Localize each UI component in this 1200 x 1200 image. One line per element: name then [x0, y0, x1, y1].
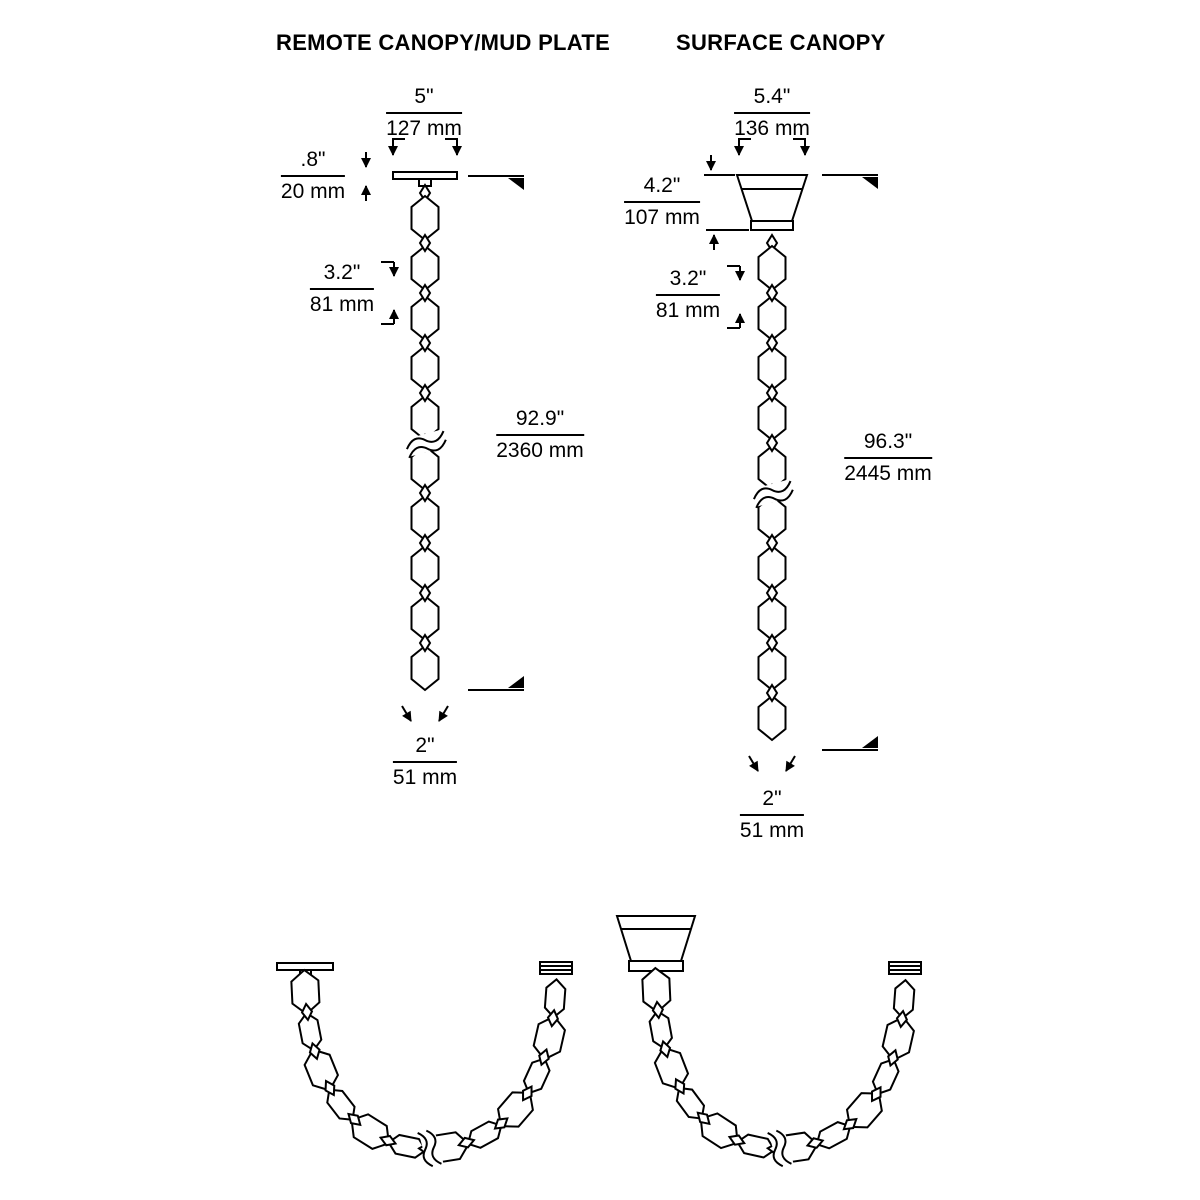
dim-inches: 5" — [386, 85, 462, 114]
dim-surface-canopy-height: 4.2" 107 mm — [624, 174, 700, 230]
mud-plate — [392, 171, 458, 180]
canopy-base — [750, 220, 794, 231]
surface-canopy — [735, 174, 809, 222]
dim-metric: 107 mm — [624, 206, 700, 229]
dim-surface-canopy-width: 5.4" 136 mm — [734, 85, 810, 141]
dim-inches: .8" — [280, 148, 346, 177]
dim-inches: 2" — [739, 787, 805, 816]
dim-remote-canopy-height: .8" 20 mm — [280, 148, 346, 204]
dim-inches: 5.4" — [734, 85, 810, 114]
dim-metric: 81 mm — [655, 299, 721, 322]
swag-surface-mounts — [615, 915, 922, 975]
dim-inches: 4.2" — [624, 174, 700, 203]
break-symbol — [767, 1124, 795, 1172]
dim-arrow — [748, 755, 759, 772]
dim-metric: 81 mm — [309, 293, 375, 316]
surface-canopy — [615, 915, 697, 962]
dim-arrow — [438, 705, 449, 722]
extent-tick — [862, 736, 878, 748]
dim-metric: 2445 mm — [844, 462, 932, 485]
dim-inches: 3.2" — [655, 267, 721, 296]
break-symbol — [747, 478, 799, 509]
extent-tick — [508, 676, 524, 688]
title-remote-canopy: REMOTE CANOPY/MUD PLATE — [276, 30, 611, 55]
chain-link — [649, 1041, 693, 1095]
dim-surface-overall-length: 96.3" 2445 mm — [844, 430, 932, 486]
dim-metric: 20 mm — [280, 180, 346, 203]
dim-metric: 2360 mm — [496, 439, 584, 462]
remote-canopy-linework — [361, 138, 524, 722]
dim-remote-overall-length: 92.9" 2360 mm — [496, 407, 584, 463]
dim-surface-chain-width: 2" 51 mm — [739, 787, 805, 843]
break-symbol — [417, 1124, 445, 1172]
dim-metric: 51 mm — [392, 766, 458, 789]
dim-arrow — [401, 705, 412, 722]
chain-link — [299, 1043, 344, 1097]
dim-arrow — [785, 755, 796, 772]
title-surface-canopy: SURFACE CANOPY — [676, 30, 886, 55]
dim-remote-link-height: 3.2" 81 mm — [309, 261, 375, 317]
dim-remote-plate-width: 5" 127 mm — [386, 85, 462, 141]
dim-surface-link-height: 3.2" 81 mm — [655, 267, 721, 323]
dim-inches: 96.3" — [844, 430, 932, 459]
dim-inches: 2" — [392, 734, 458, 763]
break-symbol — [400, 428, 452, 459]
swag-remote-mounts — [276, 961, 573, 977]
ceiling-hook-mount — [888, 961, 922, 975]
dim-metric: 136 mm — [734, 117, 810, 140]
surface-canopy-linework — [704, 138, 878, 772]
dim-inches: 3.2" — [309, 261, 375, 290]
ceiling-hook-mount — [539, 961, 573, 975]
dim-remote-chain-width: 2" 51 mm — [392, 734, 458, 790]
dim-inches: 92.9" — [496, 407, 584, 436]
dim-metric: 127 mm — [386, 117, 462, 140]
extent-tick — [508, 178, 524, 190]
mud-plate — [276, 962, 334, 971]
extent-tick — [862, 177, 878, 189]
dim-metric: 51 mm — [739, 819, 805, 842]
